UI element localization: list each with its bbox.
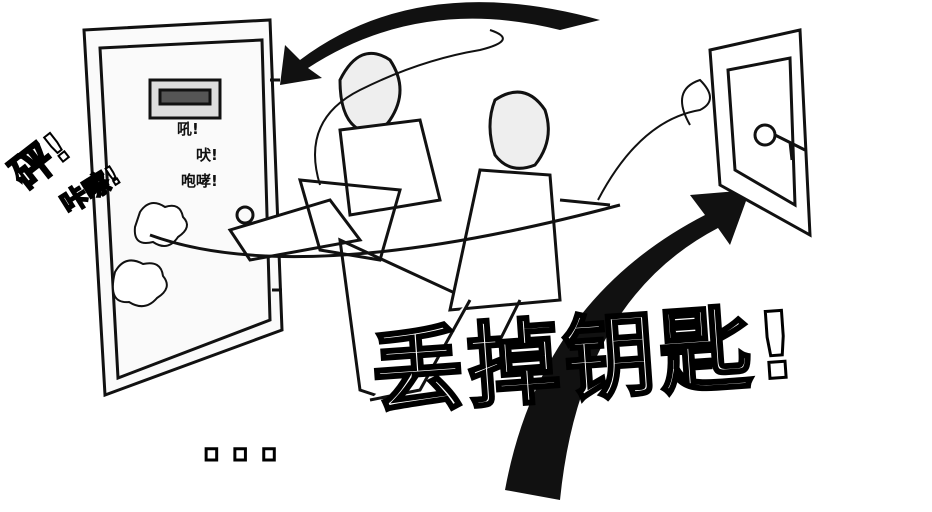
key-trail [597, 78, 711, 201]
sound-effect-howl: 咆哮! [181, 172, 218, 190]
sound-effect-roar: 吼! [177, 120, 199, 138]
dust-cloud [111, 202, 188, 308]
leash-line [149, 203, 621, 259]
whip-line [314, 29, 504, 186]
caption-ellipsis: ... [198, 404, 287, 477]
lock-box [708, 28, 812, 238]
swoosh-arrow [505, 190, 750, 500]
caption-banner: ... 丢掉钥匙! [198, 290, 930, 500]
sound-effect-bark: 吠! [196, 146, 218, 164]
curved-arrow [280, 2, 600, 86]
caption-text: 丢掉钥匙! [367, 290, 806, 430]
woman-figure [369, 90, 611, 402]
man-figure [227, 51, 473, 402]
